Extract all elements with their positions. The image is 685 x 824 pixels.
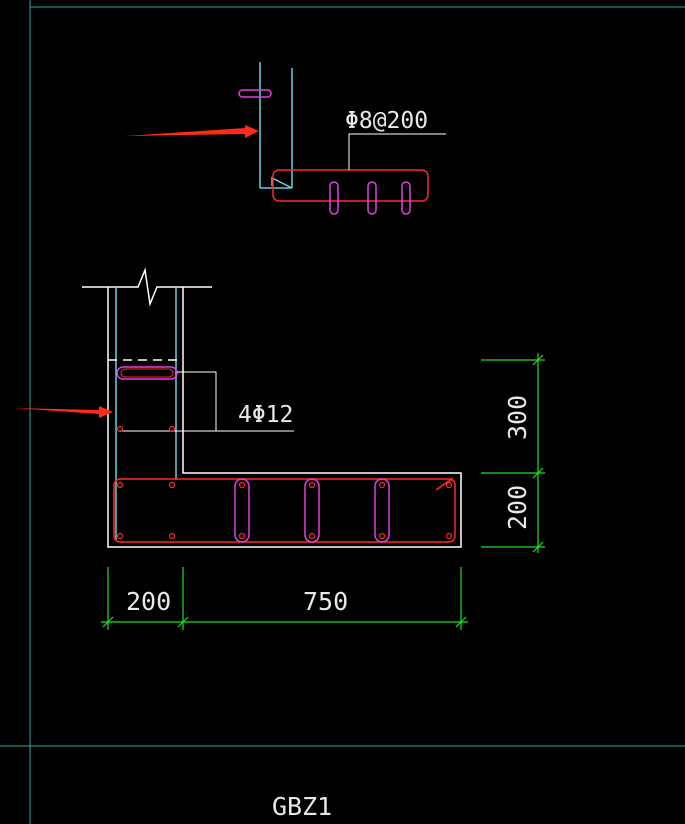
stirrup-spec-label: Φ8@200	[345, 108, 428, 134]
hook-detail	[238, 62, 446, 215]
red-arrow-lower	[14, 406, 113, 418]
hook-stirrup	[272, 169, 429, 202]
dim-horizontal-right: 750	[303, 587, 348, 616]
concrete-outline	[107, 287, 462, 548]
dimension-lines	[101, 353, 545, 630]
bar-spec-label: 4Φ12	[238, 402, 293, 428]
dim-vertical-lower: 200	[503, 485, 532, 530]
red-arrow-upper	[125, 125, 259, 138]
dim-vertical-upper: 300	[503, 395, 532, 440]
wall-section	[82, 267, 462, 548]
break-line	[82, 267, 212, 307]
dim-horizontal-left: 200	[126, 587, 171, 616]
main-stirrup	[113, 478, 456, 543]
bar-leader-upper	[177, 371, 217, 431]
rebar-dots	[116, 425, 453, 540]
stirrup-leader	[348, 133, 446, 170]
drawing-title: GBZ1	[272, 792, 332, 821]
